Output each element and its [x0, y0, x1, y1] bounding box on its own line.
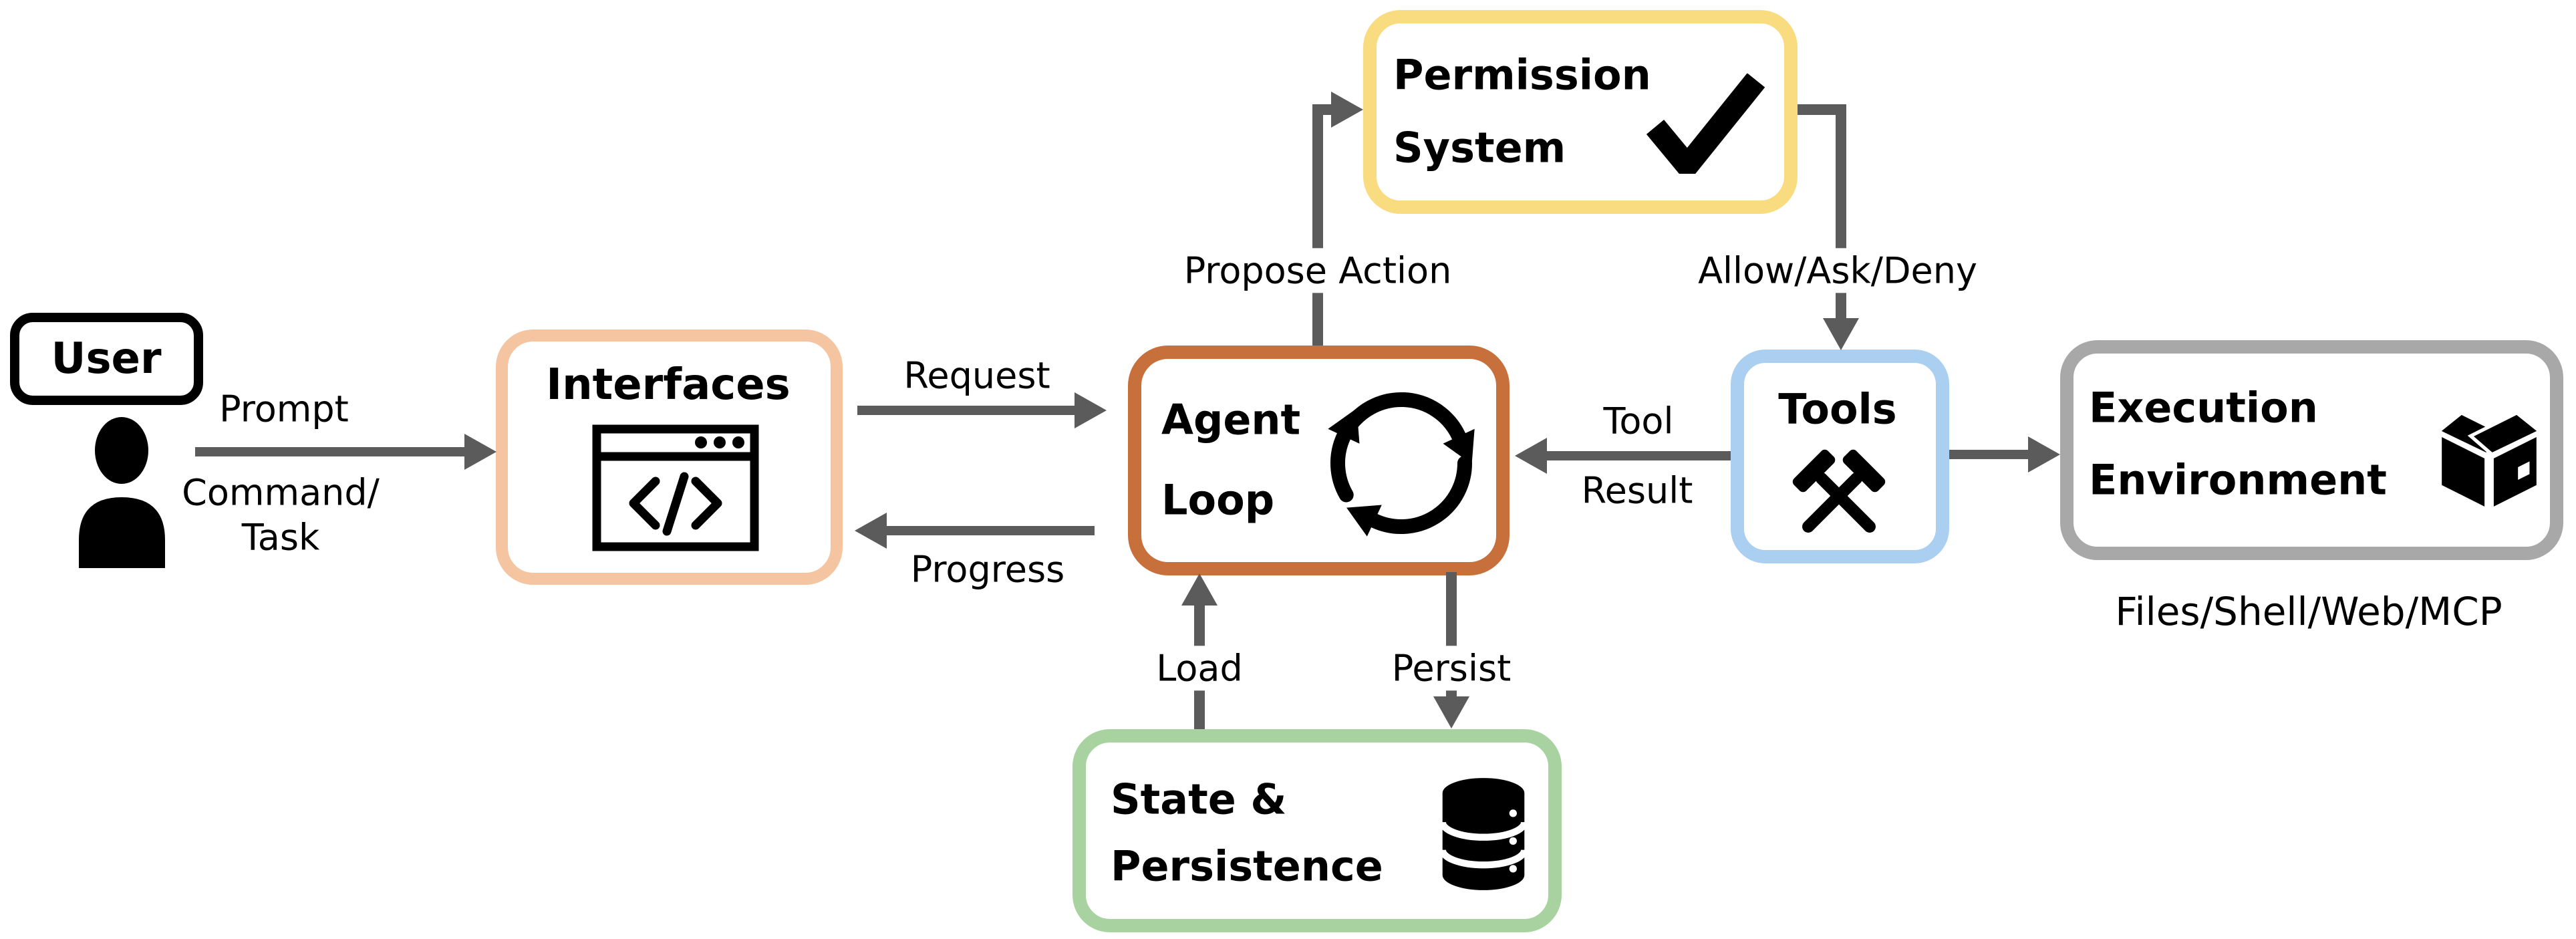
checkmark-icon [1646, 74, 1765, 174]
edge-agent-to-permission-vertical [1312, 105, 1323, 346]
node-agent-loop-label-line1: Agent [1161, 395, 1301, 444]
edge-label-prompt: Prompt [219, 388, 349, 430]
node-permission-label-line2: System [1393, 123, 1566, 172]
edge-label-task: Task [241, 516, 320, 559]
arrowhead-tools-to-execution [2028, 436, 2060, 473]
node-state-persistence [1072, 729, 1562, 932]
edge-tools-to-execution [1949, 450, 2028, 459]
arrowhead-agent-to-permission [1331, 92, 1363, 128]
arrowhead-permission-to-tools [1823, 318, 1859, 350]
execution-caption: Files/Shell/Web/MCP [2115, 589, 2502, 634]
arrowhead-user-to-interfaces [464, 434, 496, 470]
edge-label-allow-ask-deny: Allow/Ask/Deny [1686, 248, 1989, 293]
node-permission-label-line1: Permission [1393, 50, 1651, 100]
node-execution-label-line1: Execution [2089, 383, 2318, 432]
node-interfaces-label: Interfaces [546, 360, 791, 410]
edge-label-progress: Progress [910, 548, 1065, 591]
arrowhead-agent-to-state [1433, 696, 1469, 728]
node-agent-loop-label-line2: Loop [1161, 475, 1275, 525]
package-box-icon [2435, 410, 2543, 513]
node-user-label: User [51, 334, 162, 384]
edge-label-persist: Persist [1379, 646, 1524, 691]
edge-permission-to-tools-horizontal [1798, 104, 1846, 115]
node-user [10, 313, 203, 405]
arrowhead-state-to-agent [1181, 573, 1218, 606]
node-tools [1731, 350, 1949, 563]
database-icon [1439, 778, 1528, 890]
edge-label-request: Request [903, 354, 1050, 397]
edge-label-propose-action: Propose Action [1171, 248, 1464, 293]
node-execution-label-line2: Environment [2089, 455, 2387, 505]
edge-label-load: Load [1144, 646, 1255, 691]
node-state-label-line1: State & [1111, 775, 1287, 824]
edge-tools-to-agent [1547, 451, 1731, 460]
arrowhead-agent-to-interfaces [855, 513, 887, 549]
edge-label-result: Result [1581, 469, 1693, 512]
edge-agent-to-permission-horizontal [1312, 104, 1331, 115]
browser-code-icon [592, 424, 759, 551]
edge-agent-to-interfaces [887, 526, 1095, 535]
arrowhead-tools-to-agent [1515, 438, 1547, 474]
edge-label-command: Command/ [182, 471, 380, 514]
arrowhead-interfaces-to-agent [1075, 392, 1107, 428]
node-agent-loop [1128, 346, 1510, 575]
edge-label-tool: Tool [1603, 400, 1674, 442]
node-tools-label: Tools [1778, 384, 1897, 434]
edge-user-to-interfaces [195, 447, 464, 456]
edge-interfaces-to-agent [857, 406, 1075, 415]
node-state-label-line2: Persistence [1111, 841, 1383, 891]
loop-cycle-icon [1328, 392, 1475, 537]
crossed-hammers-icon [1792, 449, 1886, 533]
person-icon [79, 417, 165, 568]
